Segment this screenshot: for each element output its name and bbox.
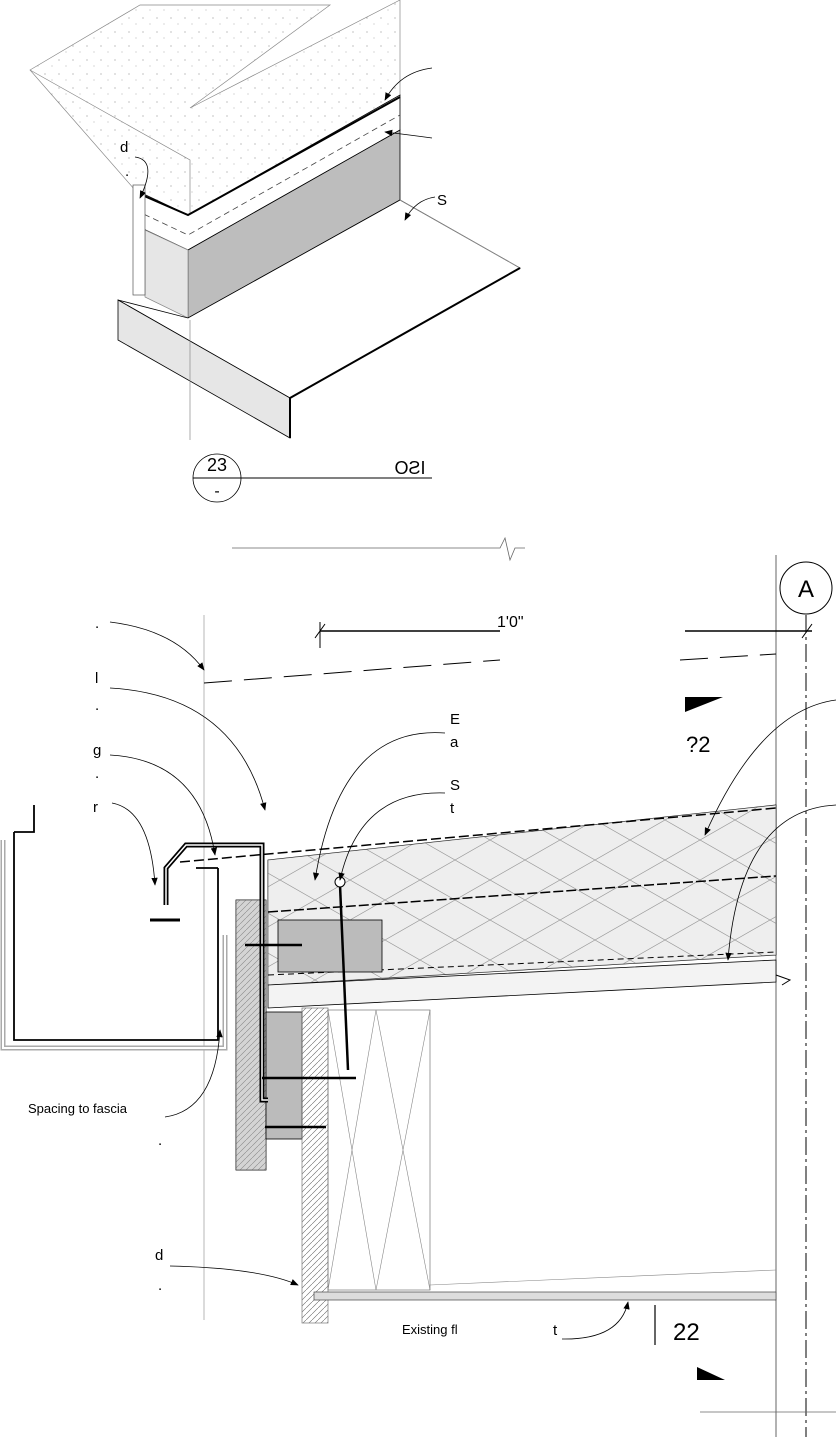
- label-fragment: ?2: [686, 732, 710, 757]
- iso-view: d . S 23 - ISO: [29, 0, 521, 503]
- label-fragment: .: [158, 1132, 162, 1149]
- view-title: ISO: [394, 458, 425, 478]
- iso-label-fragment: .: [125, 163, 129, 180]
- dimension-text: 1'0": [497, 614, 524, 631]
- slope-arrow: [685, 697, 723, 712]
- label-fragment: E: [450, 711, 460, 728]
- label-fragment: .: [158, 1277, 162, 1294]
- label-fragment: l: [95, 670, 98, 687]
- break-line: [232, 536, 525, 562]
- label-fragment: g: [93, 742, 101, 759]
- label-fragment: t: [450, 800, 455, 817]
- spacer-label: Spacing to fascia: [28, 1101, 128, 1116]
- label-fragment: S: [450, 777, 460, 794]
- grid-bubble: [779, 561, 833, 615]
- section-ref: 22: [673, 1319, 700, 1346]
- iso-label-fragment: d: [120, 139, 128, 156]
- iso-label-fragment: S: [437, 192, 447, 209]
- label-fragment: .: [95, 615, 99, 632]
- section-arrow: [697, 1367, 725, 1380]
- existing-label: Existing fl: [402, 1322, 458, 1337]
- label-fragment: t: [553, 1322, 558, 1339]
- label-fragment: .: [95, 765, 99, 782]
- label-fragment: d: [155, 1247, 163, 1264]
- label-fragment: .: [95, 697, 99, 714]
- grid-label: A: [798, 576, 814, 603]
- label-fragment: r: [93, 799, 98, 816]
- section-view: A 1'0": [0, 555, 836, 1437]
- label-fragment: a: [450, 734, 459, 751]
- detail-number: 23: [207, 455, 227, 475]
- sheet-ref: -: [214, 483, 219, 500]
